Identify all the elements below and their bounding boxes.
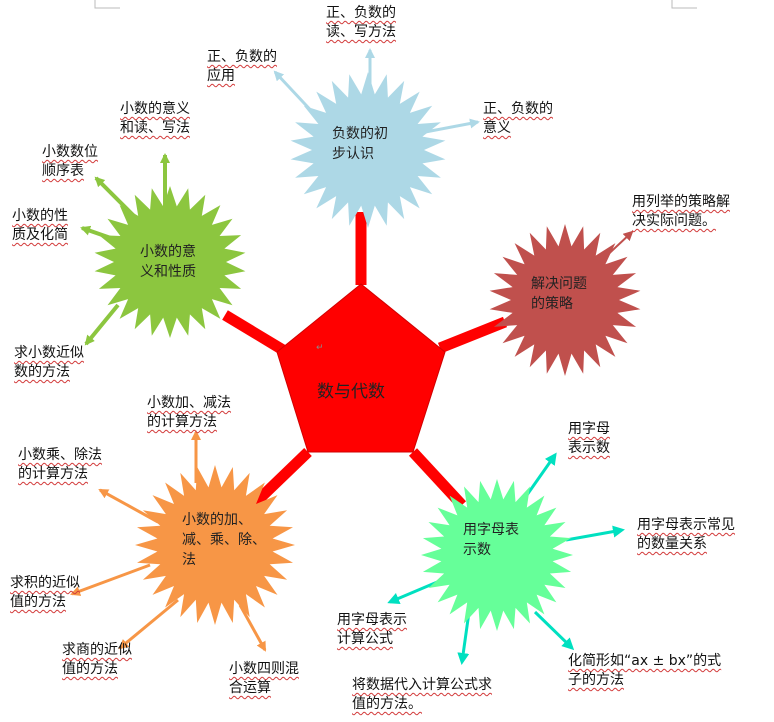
branch-label-decimal-meaning-3: 小数的性质及化简: [12, 208, 68, 243]
node-label-negative: 负数的初步认识: [332, 126, 388, 162]
branch-label-decimal-meaning-1: 小数的意义和读、写法: [120, 101, 190, 136]
branch-label-decimal-ops-2: 小数乘、除法的计算方法: [18, 447, 102, 482]
branch-label-letters-3: 用字母表示计算公式: [337, 612, 407, 647]
arrow-decimal-ops-2: [98, 488, 159, 524]
branch-label-decimal-ops-4: 求商的近似值的方法: [62, 642, 132, 677]
node-label-problem-solving: 解决问题的策略: [531, 276, 587, 312]
branch-label-decimal-meaning-4: 求小数近似数的方法: [14, 345, 84, 380]
branch-label-letters-4: 将数据代入计算公式求值的方法。: [352, 677, 492, 712]
page-corner-mark-right: [671, 0, 697, 9]
node-label-decimal-ops: 小数的加、减、乘、除、法: [182, 512, 266, 568]
connector-letters: [408, 448, 467, 509]
arrow-negative-3: [419, 118, 480, 135]
burst-negative: [290, 72, 446, 228]
branch-label-letters-2: 用字母表示常见的数量关系: [637, 517, 735, 552]
arrow-letters-5: [533, 610, 575, 651]
arrow-decimal-ops-5: [238, 604, 267, 652]
paragraph-mark: ↵: [316, 343, 324, 353]
branch-label-letters-1: 用字母表示数: [568, 421, 610, 456]
arrow-decimal-ops-3: [70, 563, 151, 596]
branch-label-decimal-ops-5: 小数四则混合运算: [229, 661, 299, 696]
branch-label-negative-1: 正、负数的读、写方法: [326, 5, 396, 40]
connector-decimal-meaning: [222, 310, 286, 355]
connector-problem-solving: [437, 316, 508, 354]
branch-label-negative-2: 正、负数的应用: [207, 49, 277, 84]
node-label-decimal-meaning: 小数的意义和性质: [140, 244, 196, 280]
arrow-decimal-ops-4: [118, 598, 179, 650]
branch-label-letters-5: 化简形如“ax ± bx”的式子的方法: [568, 653, 722, 688]
center-connectors: [222, 212, 508, 509]
branch-label-decimal-meaning-2: 小数数位顺序表: [42, 144, 98, 179]
connector-decimal-ops: [251, 448, 312, 507]
node-label-letters: 用字母表示数: [463, 522, 519, 558]
burst-decimal-meaning: [94, 186, 246, 338]
arrow-letters-2: [565, 525, 625, 542]
branch-label-decimal-ops-3: 求积的近似值的方法: [10, 575, 80, 610]
arrows-decimal-ops: [70, 430, 267, 652]
arrow-decimal-meaning-4: [84, 303, 120, 346]
branch-label-decimal-ops-1: 小数加、减法的计算方法: [147, 395, 231, 430]
branch-label-negative-3: 正、负数的意义: [483, 101, 553, 136]
burst-letters: [421, 479, 573, 631]
center-label: 数与代数: [317, 382, 385, 402]
center-pentagon: [276, 283, 446, 453]
burst-problem-solving: [489, 224, 641, 376]
branch-label-problem-solving-1: 用列举的策略解决实际问题。: [632, 194, 730, 229]
burst-decimal-ops: [135, 465, 295, 625]
page-corner-mark-left: [94, 0, 120, 9]
